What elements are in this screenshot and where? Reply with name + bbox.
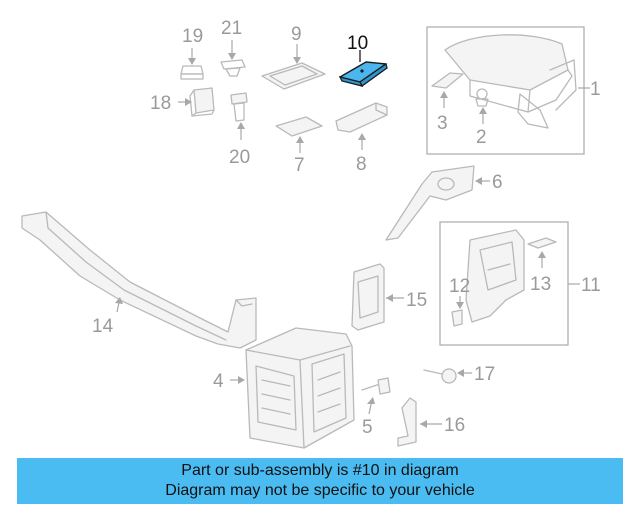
part-15: 15 [351, 263, 427, 331]
callout-19[interactable]: 19 [182, 26, 203, 47]
callout-1[interactable]: 1 [590, 79, 601, 100]
callout-17[interactable]: 17 [474, 364, 495, 385]
part-13: 13 [527, 237, 557, 295]
part-3: 3 [431, 72, 464, 134]
part-4: 4 [213, 327, 355, 449]
part-11-group: 11 [439, 221, 601, 346]
callout-16[interactable]: 16 [444, 415, 465, 436]
callout-8[interactable]: 8 [356, 154, 367, 175]
callout-14[interactable]: 14 [92, 316, 114, 337]
callout-7[interactable]: 7 [294, 155, 305, 176]
part-20: 20 [229, 92, 250, 168]
banner-line-1: Part or sub-assembly is #10 in diagram [181, 462, 459, 479]
callout-13[interactable]: 13 [530, 274, 551, 295]
callout-6[interactable]: 6 [492, 172, 503, 193]
parts-diagram: 19 21 18 20 9 10 [21, 18, 601, 449]
part-1-group: 1 [426, 26, 601, 155]
callout-4[interactable]: 4 [213, 371, 224, 392]
info-banner: Part or sub-assembly is #10 in diagram D… [17, 458, 623, 504]
part-19: 19 [180, 26, 204, 80]
part-16: 16 [397, 397, 465, 447]
callout-5[interactable]: 5 [362, 417, 373, 438]
part-12: 12 [449, 276, 470, 327]
part-2: 2 [475, 88, 489, 148]
part-5: 5 [361, 377, 391, 438]
part-10[interactable]: 10 [338, 33, 388, 87]
part-14: 14 [21, 211, 257, 349]
part-18: 18 [150, 87, 215, 117]
callout-3[interactable]: 3 [437, 113, 448, 134]
banner-line-2: Diagram may not be specific to your vehi… [165, 482, 475, 499]
callout-2[interactable]: 2 [476, 127, 487, 148]
callout-21[interactable]: 21 [221, 18, 242, 39]
callout-12[interactable]: 12 [449, 276, 470, 297]
callout-15[interactable]: 15 [406, 290, 427, 311]
part-9: 9 [261, 24, 326, 90]
callout-20[interactable]: 20 [229, 147, 250, 168]
part-21: 21 [220, 18, 246, 77]
part-8: 8 [335, 102, 388, 175]
callout-9[interactable]: 9 [291, 24, 302, 45]
part-7: 7 [275, 116, 323, 176]
callout-10[interactable]: 10 [347, 33, 368, 54]
part-17: 17 [423, 364, 495, 385]
part-6: 6 [385, 165, 503, 241]
callout-18[interactable]: 18 [150, 93, 171, 114]
callout-11[interactable]: 11 [581, 275, 601, 296]
